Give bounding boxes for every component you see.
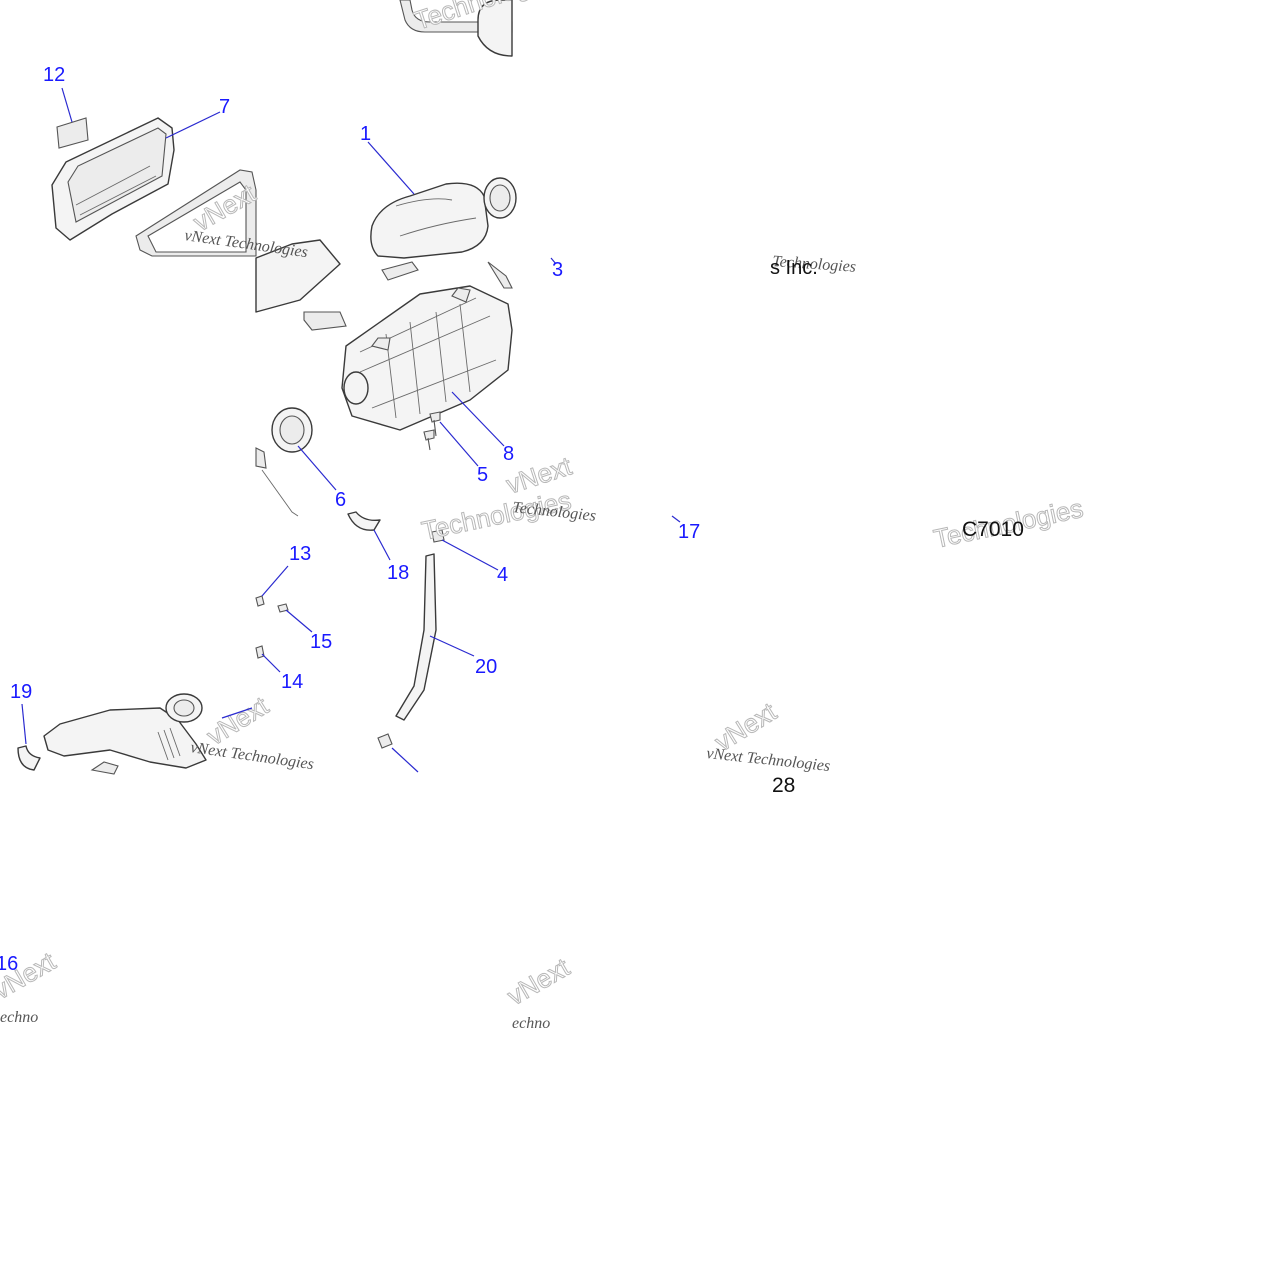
leader-20 [429, 635, 475, 657]
callout-16: 16 [0, 953, 18, 975]
part-13-nut [255, 595, 265, 607]
leader-5 [439, 421, 479, 467]
intake-tube-lower [43, 693, 207, 775]
leader-4 [441, 539, 499, 571]
callout-15: 15 [310, 631, 332, 653]
leader-19 [21, 703, 27, 745]
part-5-bolt-a [429, 411, 441, 437]
leader-6 [297, 445, 337, 491]
leader-lines [21, 87, 681, 773]
leader-15 [285, 609, 313, 633]
watermark-outline-9: vNext [502, 952, 575, 1012]
callout-17: 17 [678, 521, 700, 543]
callout-13: 13 [289, 543, 311, 565]
watermark-fragment-echno-2: echno [512, 1015, 550, 1032]
leader-8 [451, 391, 505, 447]
illustration-code: C7010 [962, 518, 1024, 541]
line-art [17, 0, 517, 775]
top-gasket-fragment [399, 0, 513, 57]
hose-end-fitting [377, 733, 393, 749]
callout-3: 3 [552, 259, 563, 281]
part-18-clamp [347, 511, 381, 531]
leader-14 [261, 653, 281, 673]
part-4-fitting [431, 529, 445, 543]
part-8-airbox-body [341, 285, 513, 431]
callout-4: 4 [497, 564, 508, 586]
callout-8: 8 [503, 443, 514, 465]
leader-7 [165, 111, 221, 139]
leader-13 [261, 565, 289, 597]
part-20-drain-hose [395, 553, 437, 721]
callout-7: 7 [219, 96, 230, 118]
leader-1 [367, 141, 415, 195]
snorkel-fragment [255, 239, 341, 313]
part-6-coupler [271, 407, 313, 453]
watermark-brand-2: Technologies [772, 253, 857, 276]
bracket-lower [303, 311, 347, 331]
watermark-brand-4: vNext Technologies [189, 739, 314, 773]
watermark-fragment-inc: s Inc. [770, 257, 818, 279]
bracket-right [487, 261, 513, 289]
part-1-intake-duct [370, 177, 517, 259]
part-7-airbox-cover [51, 117, 175, 241]
callouts: 12 7 1 3 8 5 6 17 13 18 4 15 20 14 19 16 [0, 64, 700, 975]
callout-5: 5 [477, 464, 488, 486]
leader-18 [373, 529, 391, 561]
clamp-fragment-left [255, 447, 267, 469]
callout-18: 18 [387, 562, 409, 584]
part-14-washer [255, 645, 265, 659]
leader-17 [671, 515, 681, 523]
part-15-screw [277, 603, 289, 613]
leader-3 [550, 257, 557, 265]
part-19-clamp [17, 745, 41, 771]
bracket-upper [381, 261, 419, 281]
watermark-outline-7: vNext [709, 696, 782, 757]
callout-14: 14 [281, 671, 303, 693]
callout-20: 20 [475, 656, 497, 678]
callout-1: 1 [360, 123, 371, 145]
callout-12: 12 [43, 64, 65, 86]
watermark-outline-6: vNext [201, 690, 274, 751]
watermark-fragment-echno-1: echno [0, 1009, 38, 1026]
hose-fragment-left [261, 469, 299, 517]
part-5-bolt-b [423, 429, 435, 451]
part-12-label [56, 117, 89, 149]
leader-b1 [221, 707, 253, 719]
callout-6: 6 [335, 489, 346, 511]
leader-12 [61, 87, 73, 123]
callout-19: 19 [10, 681, 32, 703]
page-number: 28 [772, 774, 795, 797]
airbox-gasket [135, 169, 257, 257]
leader-bottom [391, 747, 419, 773]
